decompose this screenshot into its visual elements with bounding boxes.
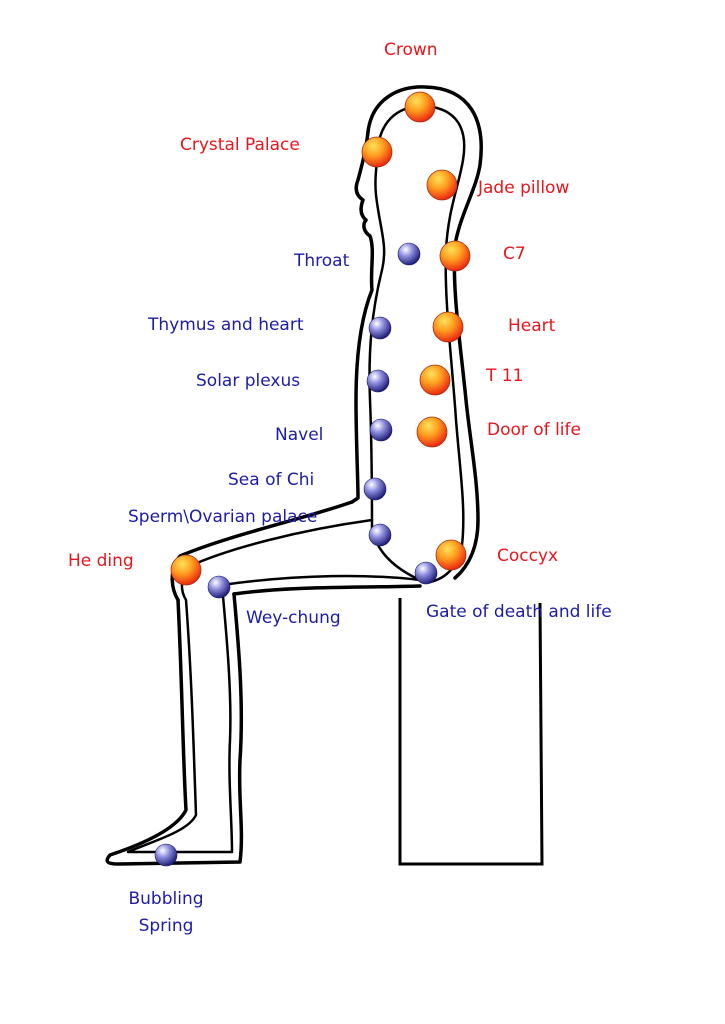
- point-navel: [369, 418, 393, 442]
- point-thymus-heart: [368, 316, 392, 340]
- point-c7: [439, 240, 471, 272]
- label-heart: Heart: [508, 316, 556, 336]
- point-t11: [419, 364, 451, 396]
- point-solar-plexus: [366, 369, 390, 393]
- label-solar-plexus: Solar plexus: [196, 371, 301, 391]
- point-sea-of-chi: [363, 477, 387, 501]
- point-jade-pillow: [426, 169, 458, 201]
- label-bubbling-line1: Bubbling: [128, 889, 204, 909]
- orange-points: [170, 91, 471, 586]
- point-coccyx: [435, 539, 467, 571]
- point-wey-chung: [207, 575, 231, 599]
- label-door-of-life: Door of life: [487, 420, 581, 440]
- label-wey-chung: Wey-chung: [246, 608, 341, 628]
- point-door-of-life: [416, 416, 448, 448]
- label-sea-of-chi: Sea of Chi: [228, 470, 315, 490]
- label-throat: Throat: [294, 251, 350, 271]
- label-sperm-ovarian: Sperm\Ovarian palace: [128, 507, 318, 527]
- label-t11: T 11: [486, 366, 524, 386]
- label-crown: Crown: [384, 40, 438, 60]
- point-he-ding: [170, 554, 202, 586]
- stool: [398, 598, 544, 866]
- label-gate: Gate of death and life: [426, 602, 612, 622]
- label-he-ding: He ding: [68, 551, 134, 571]
- label-navel: Navel: [275, 425, 324, 445]
- point-crown: [404, 91, 436, 123]
- label-jade-pillow: Jade pillow: [478, 178, 570, 198]
- point-throat: [397, 242, 421, 266]
- label-crystal-palace: Crystal Palace: [180, 135, 300, 155]
- point-bubbling-spring: [154, 843, 178, 867]
- label-coccyx: Coccyx: [497, 546, 559, 566]
- label-thymus-heart: Thymus and heart: [148, 315, 304, 335]
- point-heart: [432, 311, 464, 343]
- label-bubbling-spring: Bubbling Spring: [118, 889, 214, 936]
- point-gate: [414, 561, 438, 585]
- point-sperm-ovarian: [368, 523, 392, 547]
- label-c7: C7: [503, 244, 526, 264]
- blue-points: [154, 242, 438, 867]
- point-crystal-palace: [361, 136, 393, 168]
- label-bubbling-line2: Spring: [138, 916, 194, 936]
